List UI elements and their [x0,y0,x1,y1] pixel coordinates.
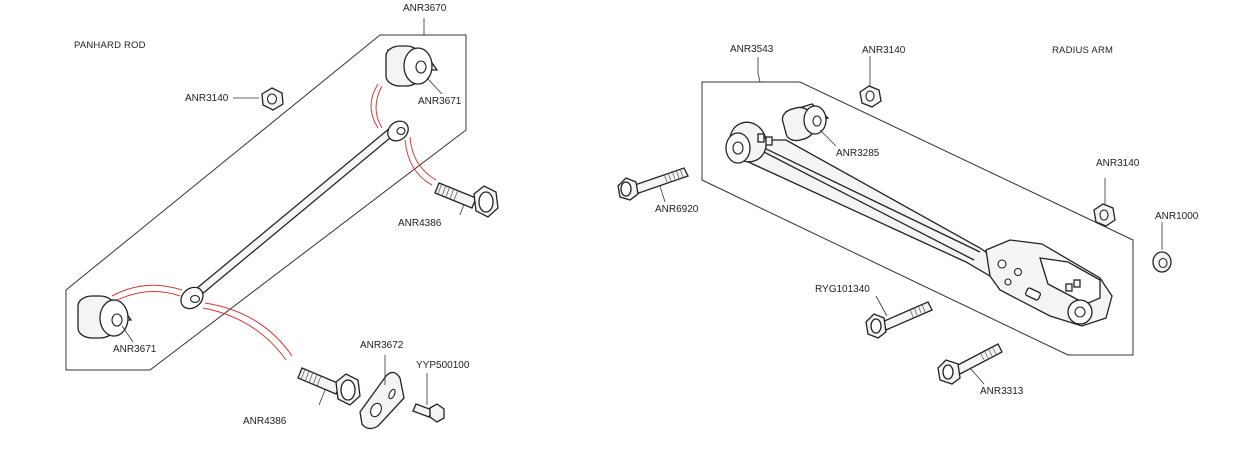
label-anr1000: ANR1000 [1155,211,1199,222]
label-anr3672: ANR3672 [360,340,404,351]
alignment-curve [375,85,383,129]
anr4386-bottom-leader [318,389,326,406]
ryg101340-leader [875,295,888,317]
label-anr6920: ANR6920 [655,204,699,215]
anr4386-top-leader [459,203,465,216]
panhard-rod [180,120,409,310]
alignment-curve [111,284,183,297]
small-bolt [412,403,445,423]
radius-arm [725,121,1113,327]
alignment-curve [404,139,433,186]
radius-arm-assembly: RADIUS ARM ANR3543 [617,44,1199,397]
anr3543-leader [757,57,761,83]
label-anr3670: ANR3670 [403,3,447,14]
anr3671-bottom-leader [121,325,134,343]
alignment-curve [114,291,181,302]
anr3671-top-leader [426,77,443,95]
label-yyp500100: YYP500100 [416,360,470,371]
alignment-curve [202,307,287,361]
label-ryg101340: RYG101340 [815,284,870,295]
bolt-top [434,182,499,218]
anr3313-leader [969,367,985,385]
label-anr3140-top: ANR3140 [862,45,906,56]
radius-arm-frame [701,81,1134,356]
bolt-front [617,167,689,201]
tab-plate [359,371,405,430]
bolt-bottom [297,367,361,406]
label-anr3671-top: ANR3671 [418,96,462,107]
label-anr3543: ANR3543 [730,44,774,55]
label-anr3313: ANR3313 [980,386,1024,397]
label-anr3140-right: ANR3140 [1096,158,1140,169]
bush-top [385,45,439,87]
label-anr3671-bottom: ANR3671 [113,344,157,355]
label-anr3285: ANR3285 [836,148,880,159]
alignment-curve [409,136,437,181]
nut-top [859,85,882,108]
nut-left [261,87,284,111]
bush-bottom [77,295,133,339]
bolt-middle [865,301,933,339]
bolt-lower [937,343,1003,385]
panhard-rod-frame [65,34,467,371]
anr3285-leader [819,129,837,147]
label-anr4386-bottom: ANR4386 [243,416,287,427]
arm-bush [781,103,830,142]
alignment-curve [370,83,379,129]
alignment-curve [204,302,293,357]
washer [1152,251,1172,273]
panhard-rod-title: PANHARD ROD [74,40,146,51]
nut-right [1093,203,1116,227]
label-anr3140-left: ANR3140 [185,93,229,104]
panhard-rod-assembly: PANHARD ROD ANR3670 ANR3671 A [65,3,499,430]
anr6920-leader [659,185,666,203]
label-anr4386-top: ANR4386 [398,218,442,229]
radius-arm-title: RADIUS ARM [1052,45,1113,56]
